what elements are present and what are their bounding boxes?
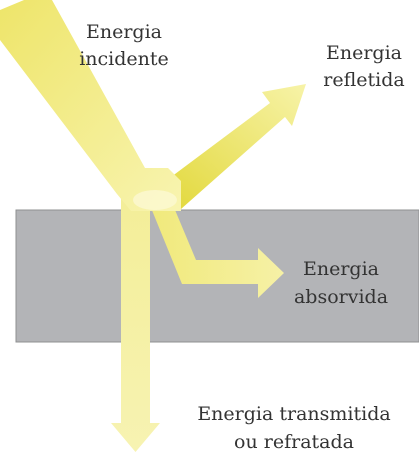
transmitted-arrow xyxy=(111,196,160,452)
interface-highlight xyxy=(133,190,177,210)
incident-arrow xyxy=(0,0,181,211)
transmitted-label-line1: Energia transmitida xyxy=(197,403,390,425)
incident-label-line1: Energia xyxy=(86,21,162,43)
transmitted-label-line2: ou refratada xyxy=(234,431,354,453)
reflected-label-line2: refletida xyxy=(323,69,404,91)
absorbed-label-line1: Energia xyxy=(303,258,379,280)
absorbed-label-line2: absorvida xyxy=(294,286,388,308)
incident-label-line2: incidente xyxy=(79,48,169,70)
absorbed-arrow xyxy=(147,198,284,298)
reflected-arrow xyxy=(163,84,306,209)
reflected-label-line1: Energia xyxy=(326,42,402,64)
